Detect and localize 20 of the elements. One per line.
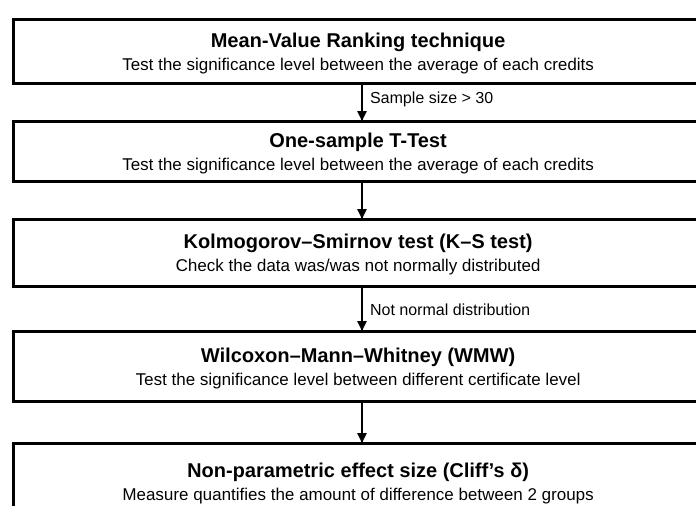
process-box xyxy=(12,442,696,506)
step-description: Measure quantifies the amount of difference between 2 groups xyxy=(122,484,594,506)
edge-label: Sample size > 30 xyxy=(368,89,496,109)
arrow xyxy=(357,183,367,219)
step-description: Test the significance level between the average of each credits xyxy=(122,54,594,76)
arrow xyxy=(357,288,367,331)
process-box xyxy=(12,218,696,288)
arrow xyxy=(357,85,367,121)
step-title: Mean-Value Ranking technique xyxy=(210,28,506,54)
process-box xyxy=(12,330,696,403)
step-title: Wilcoxon–Mann–Whitney (WMW) xyxy=(200,344,516,368)
step-description: Test the significance level between the average of each credits xyxy=(122,154,594,176)
step-description: Test the significance level between different certificate level xyxy=(136,368,580,390)
step-title: Kolmogorov–Smirnov test (K–S test) xyxy=(184,230,532,255)
step-description: Check the data was/was not normally distributed xyxy=(176,255,540,277)
process-box xyxy=(12,18,696,85)
process-box xyxy=(12,120,696,183)
arrow xyxy=(357,403,367,443)
step-title: Non-parametric effect size (Cliff’s δ) xyxy=(187,459,529,484)
step-title: One-sample T-Test xyxy=(269,128,447,154)
